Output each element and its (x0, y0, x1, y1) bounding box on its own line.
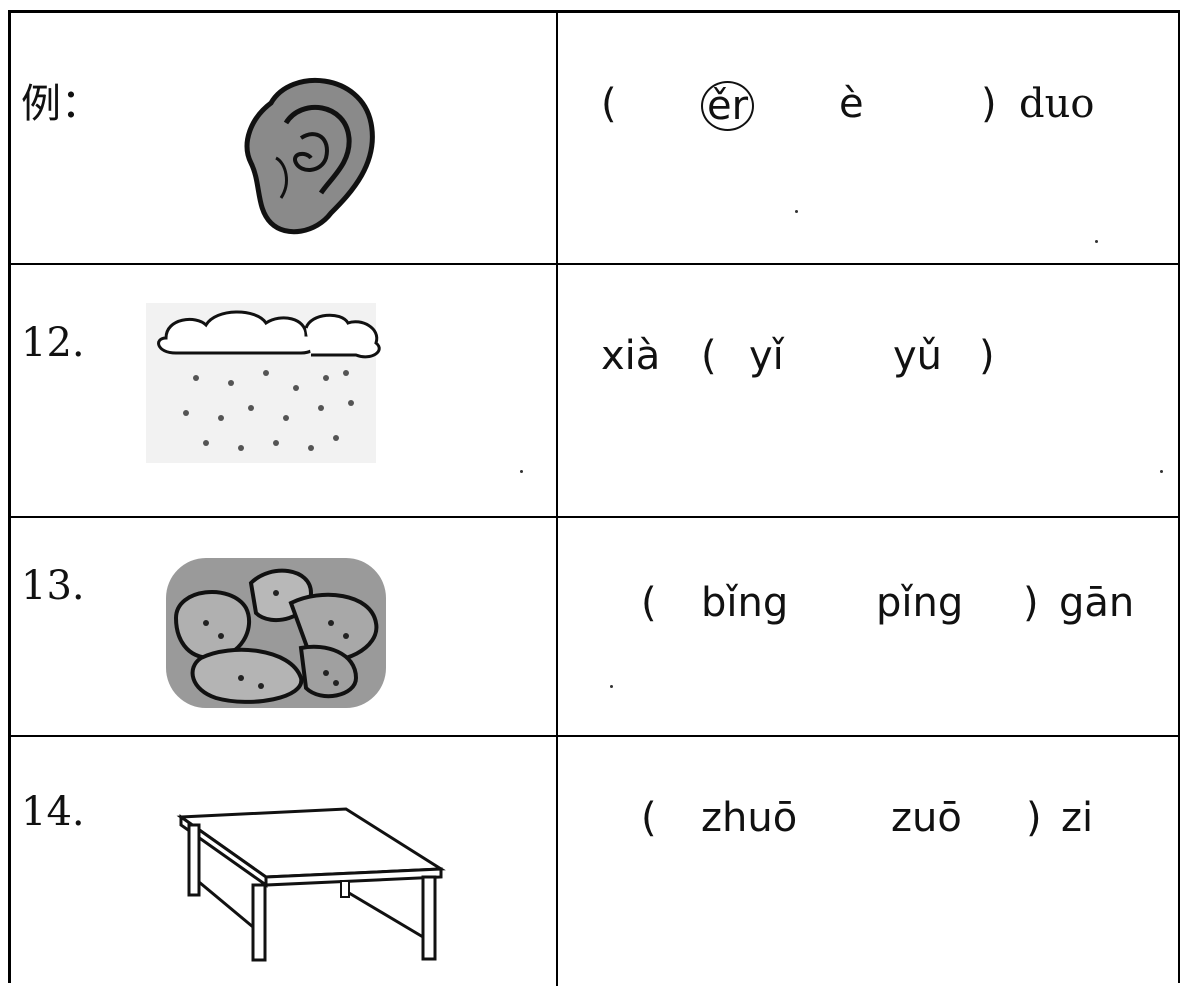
scan-speck (1095, 240, 1098, 243)
pinyin-option[interactable]: pǐng (876, 580, 964, 626)
table-picture (176, 807, 446, 962)
table-row: 14. ( zhuō zuō ) zi (11, 737, 1178, 986)
close-paren: ) (979, 333, 995, 379)
scan-speck (1160, 470, 1163, 473)
pinyin-syllable: gān (1059, 580, 1135, 626)
pinyin-syllable: duo (1019, 81, 1095, 127)
table-row: 12. xià ( yǐ yǔ ) (11, 265, 1178, 518)
scan-speck (520, 470, 523, 473)
table-row: 例： ( ěr è ) duo (11, 13, 1178, 265)
row-label: 14. (21, 789, 85, 835)
row-label: 例： (21, 81, 101, 127)
close-paren: ) (1026, 795, 1042, 841)
pinyin-syllable: xià (601, 333, 661, 379)
biscuits-picture (166, 558, 386, 708)
scan-speck (795, 210, 798, 213)
pinyin-option[interactable]: yǐ (749, 333, 784, 379)
row-label: 13. (21, 563, 85, 609)
column-divider (556, 737, 558, 986)
scan-speck (610, 685, 613, 688)
pinyin-option[interactable]: zuō (891, 795, 962, 841)
rain-cloud-picture (146, 303, 381, 463)
close-paren: ) (981, 81, 997, 127)
open-paren: ( (701, 333, 717, 379)
open-paren: ( (641, 795, 657, 841)
column-divider (556, 518, 558, 735)
ear-picture (244, 78, 375, 235)
pinyin-option-circled[interactable]: ěr (701, 81, 755, 131)
open-paren: ( (601, 81, 617, 127)
column-divider (556, 13, 558, 263)
pinyin-option[interactable]: bǐng (701, 580, 789, 626)
table-row: 13. ( bǐng pǐng ) gān (11, 518, 1178, 737)
pinyin-option[interactable]: è (839, 81, 864, 127)
close-paren: ) (1023, 580, 1039, 626)
pinyin-option[interactable]: yǔ (893, 333, 943, 379)
open-paren: ( (641, 580, 657, 626)
exercise-table: 例： ( ěr è ) duo 12. (8, 10, 1180, 986)
row-label: 12. (21, 320, 85, 366)
pinyin-option[interactable]: zhuō (701, 795, 798, 841)
pinyin-syllable: zi (1061, 795, 1094, 841)
column-divider (556, 265, 558, 516)
